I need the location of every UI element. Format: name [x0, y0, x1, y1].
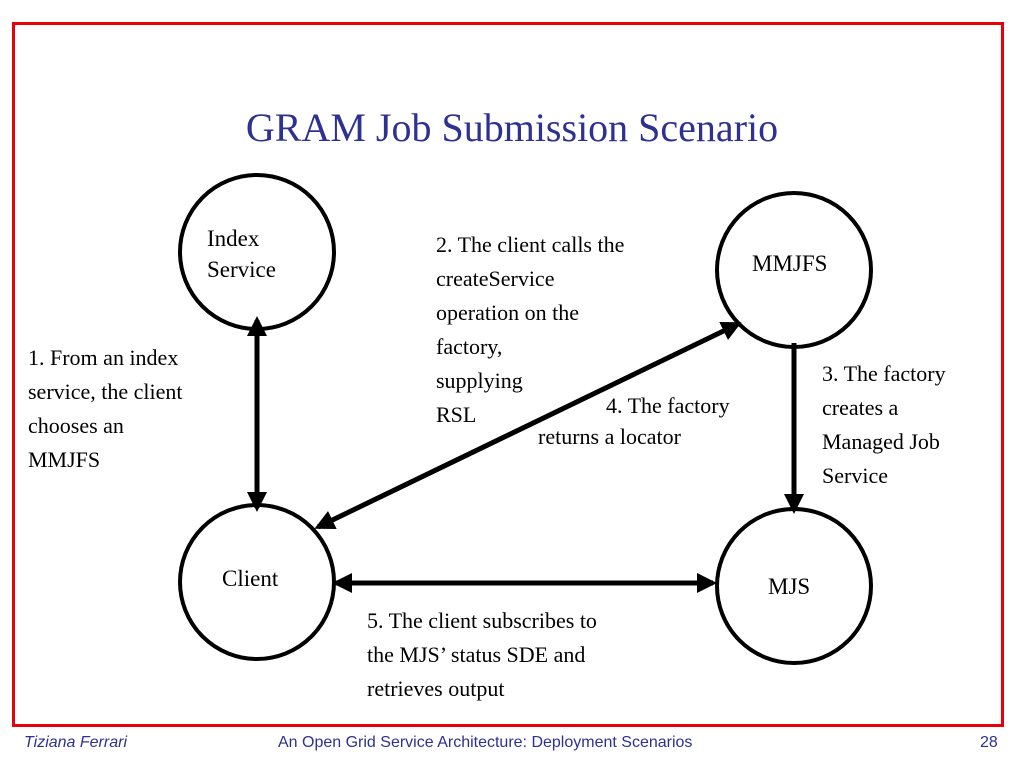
footer-author: Tiziana Ferrari [24, 734, 127, 751]
slide-frame [12, 22, 1004, 727]
arrow-client-mmjfs [314, 321, 742, 530]
index-service-line2: Service [207, 257, 276, 282]
step1-caption: 1. From an index service, the client cho… [28, 345, 183, 472]
step2-caption: 2. The client calls the createService op… [436, 232, 625, 427]
index-service-line1: Index [207, 226, 260, 251]
footer-presentation-title: An Open Grid Service Architecture: Deplo… [278, 734, 693, 751]
node-index-service [178, 173, 336, 331]
node-client-label: Client [222, 566, 279, 591]
step5-caption: 5. The client subscribes to the MJS’ sta… [367, 608, 597, 701]
step4-caption-line1: 4. The factory [606, 393, 730, 418]
node-mjs-label: MJS [768, 574, 810, 599]
step3-caption: 3. The factory creates a Managed Job Ser… [822, 361, 946, 488]
footer-page-number: 28 [980, 734, 998, 751]
step4-caption-line2: returns a locator [538, 424, 681, 449]
slide-title: GRAM Job Submission Scenario [245, 105, 779, 150]
node-index-service-label: Index Service [207, 226, 276, 282]
node-mmjfs-label: MMJFS [752, 251, 827, 276]
